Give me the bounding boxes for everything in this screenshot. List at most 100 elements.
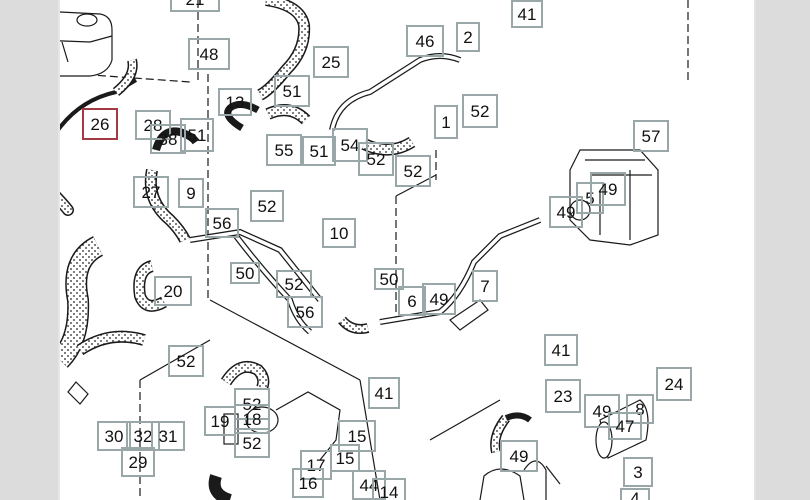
callout-part-1[interactable]: 1 bbox=[434, 105, 458, 139]
dashed-frame bbox=[60, 0, 689, 500]
callout-part-7[interactable]: 7 bbox=[472, 270, 498, 302]
callout-part-52[interactable]: 52 bbox=[395, 155, 431, 187]
callout-part-20[interactable]: 20 bbox=[154, 276, 192, 306]
callout-label: 52 bbox=[176, 351, 196, 371]
callout-label: 9 bbox=[186, 183, 196, 203]
callout-label: 55 bbox=[274, 140, 294, 160]
callout-label: 7 bbox=[480, 276, 490, 296]
callout-label: 19 bbox=[210, 411, 230, 431]
callout-part-24[interactable]: 24 bbox=[656, 367, 692, 401]
left-gutter bbox=[0, 0, 60, 500]
hose-55 bbox=[224, 101, 260, 132]
callout-part-46[interactable]: 46 bbox=[406, 25, 444, 57]
callout-label: 21 bbox=[186, 0, 205, 8]
callout-label: 46 bbox=[415, 31, 435, 51]
callout-part-41[interactable]: 41 bbox=[368, 377, 400, 409]
callout-part-9[interactable]: 9 bbox=[178, 178, 204, 208]
callout-part-52[interactable]: 52 bbox=[462, 94, 498, 128]
callout-part-47[interactable]: 47 bbox=[608, 412, 642, 440]
callout-part-16[interactable]: 16 bbox=[292, 468, 324, 498]
callout-label: 31 bbox=[158, 426, 178, 446]
callout-part-31[interactable]: 31 bbox=[151, 421, 185, 451]
callout-part-52[interactable]: 52 bbox=[276, 270, 312, 298]
right-scrollbar-area[interactable] bbox=[754, 0, 810, 500]
callout-label: 50 bbox=[379, 269, 399, 289]
callout-label: 52 bbox=[470, 101, 490, 121]
callout-part-48[interactable]: 48 bbox=[188, 38, 230, 70]
callout-label: 10 bbox=[329, 223, 349, 243]
callout-label: 29 bbox=[128, 452, 148, 472]
callout-label: 20 bbox=[163, 281, 183, 301]
callout-part-52[interactable]: 52 bbox=[250, 190, 284, 222]
callout-label: 15 bbox=[347, 426, 367, 446]
callout-part-49[interactable]: 49 bbox=[422, 283, 456, 315]
callout-part-49[interactable]: 49 bbox=[590, 172, 626, 206]
callout-label: 6 bbox=[407, 291, 417, 311]
callout-part-52[interactable]: 52 bbox=[168, 345, 204, 377]
callout-label: 52 bbox=[242, 433, 262, 453]
callout-part-10[interactable]: 10 bbox=[322, 218, 356, 248]
callout-label: 52 bbox=[284, 274, 304, 294]
callout-label: 49 bbox=[598, 179, 618, 199]
callout-label: 32 bbox=[133, 426, 153, 446]
callout-label: 49 bbox=[556, 202, 576, 222]
callout-part-41[interactable]: 41 bbox=[544, 334, 578, 366]
callout-part-56[interactable]: 56 bbox=[287, 296, 323, 328]
coolant-reservoir-illustration bbox=[60, 11, 113, 77]
callout-label: 41 bbox=[374, 383, 394, 403]
hose-lower-loop bbox=[208, 474, 233, 500]
callout-part-52[interactable]: 52 bbox=[234, 428, 270, 458]
callout-part-52[interactable]: 52 bbox=[358, 142, 394, 176]
callout-part-4[interactable]: 4 bbox=[620, 488, 650, 500]
callout-label: 14 bbox=[379, 482, 399, 500]
callout-part-49[interactable]: 49 bbox=[500, 440, 538, 472]
callout-label: 41 bbox=[517, 4, 537, 24]
callout-part-23[interactable]: 23 bbox=[545, 379, 581, 413]
callout-label: 47 bbox=[615, 416, 635, 436]
callout-part-15[interactable]: 15 bbox=[330, 444, 360, 472]
callout-label: 52 bbox=[257, 196, 277, 216]
callout-label: 49 bbox=[509, 446, 529, 466]
callout-part-21[interactable]: 21 bbox=[170, 0, 220, 12]
callout-label: 50 bbox=[235, 263, 255, 283]
callout-part-14[interactable]: 14 bbox=[372, 478, 406, 500]
callout-part-13[interactable]: 13 bbox=[218, 88, 252, 116]
callout-part-2[interactable]: 2 bbox=[456, 22, 480, 52]
callout-part-55[interactable]: 55 bbox=[266, 134, 302, 166]
callout-label: 1 bbox=[441, 112, 451, 132]
callout-label: 24 bbox=[664, 374, 684, 394]
callout-label: 13 bbox=[225, 92, 245, 112]
callout-label: 52 bbox=[366, 149, 386, 169]
callout-label: 49 bbox=[429, 289, 449, 309]
callout-part-3[interactable]: 3 bbox=[623, 457, 653, 487]
callout-label: 56 bbox=[212, 213, 232, 233]
callout-part-51[interactable]: 51 bbox=[274, 75, 310, 107]
callout-label: 52 bbox=[403, 161, 423, 181]
callout-part-56[interactable]: 56 bbox=[205, 208, 239, 238]
callout-label: 4 bbox=[630, 488, 640, 500]
callout-part-51[interactable]: 51 bbox=[302, 136, 336, 166]
callout-label: 15 bbox=[335, 448, 355, 468]
parts-diagram-canvas: 2148262838512713925515551545252462411525… bbox=[60, 0, 754, 500]
callout-part-29[interactable]: 29 bbox=[121, 447, 155, 477]
callout-part-51[interactable]: 51 bbox=[180, 118, 214, 152]
callout-label: 38 bbox=[158, 129, 178, 149]
parts-line-art bbox=[60, 0, 689, 500]
callout-part-57[interactable]: 57 bbox=[633, 120, 669, 152]
callout-part-25[interactable]: 25 bbox=[313, 46, 349, 78]
callout-label: 25 bbox=[321, 52, 341, 72]
callout-label: 3 bbox=[633, 462, 643, 482]
callout-label: 51 bbox=[282, 81, 302, 101]
callout-label: 27 bbox=[141, 182, 161, 202]
callout-label: 56 bbox=[295, 302, 315, 322]
callout-part-27[interactable]: 27 bbox=[133, 176, 169, 208]
callout-part-26[interactable]: 26 bbox=[82, 108, 118, 140]
callout-label: 16 bbox=[298, 473, 318, 493]
callout-label: 26 bbox=[90, 114, 110, 134]
callout-part-41[interactable]: 41 bbox=[511, 0, 543, 28]
callout-part-19[interactable]: 19 bbox=[204, 406, 236, 436]
callout-label: 48 bbox=[199, 44, 219, 64]
callout-label: 54 bbox=[340, 135, 360, 155]
callout-label: 51 bbox=[187, 125, 207, 145]
callout-part-50[interactable]: 50 bbox=[230, 262, 260, 284]
